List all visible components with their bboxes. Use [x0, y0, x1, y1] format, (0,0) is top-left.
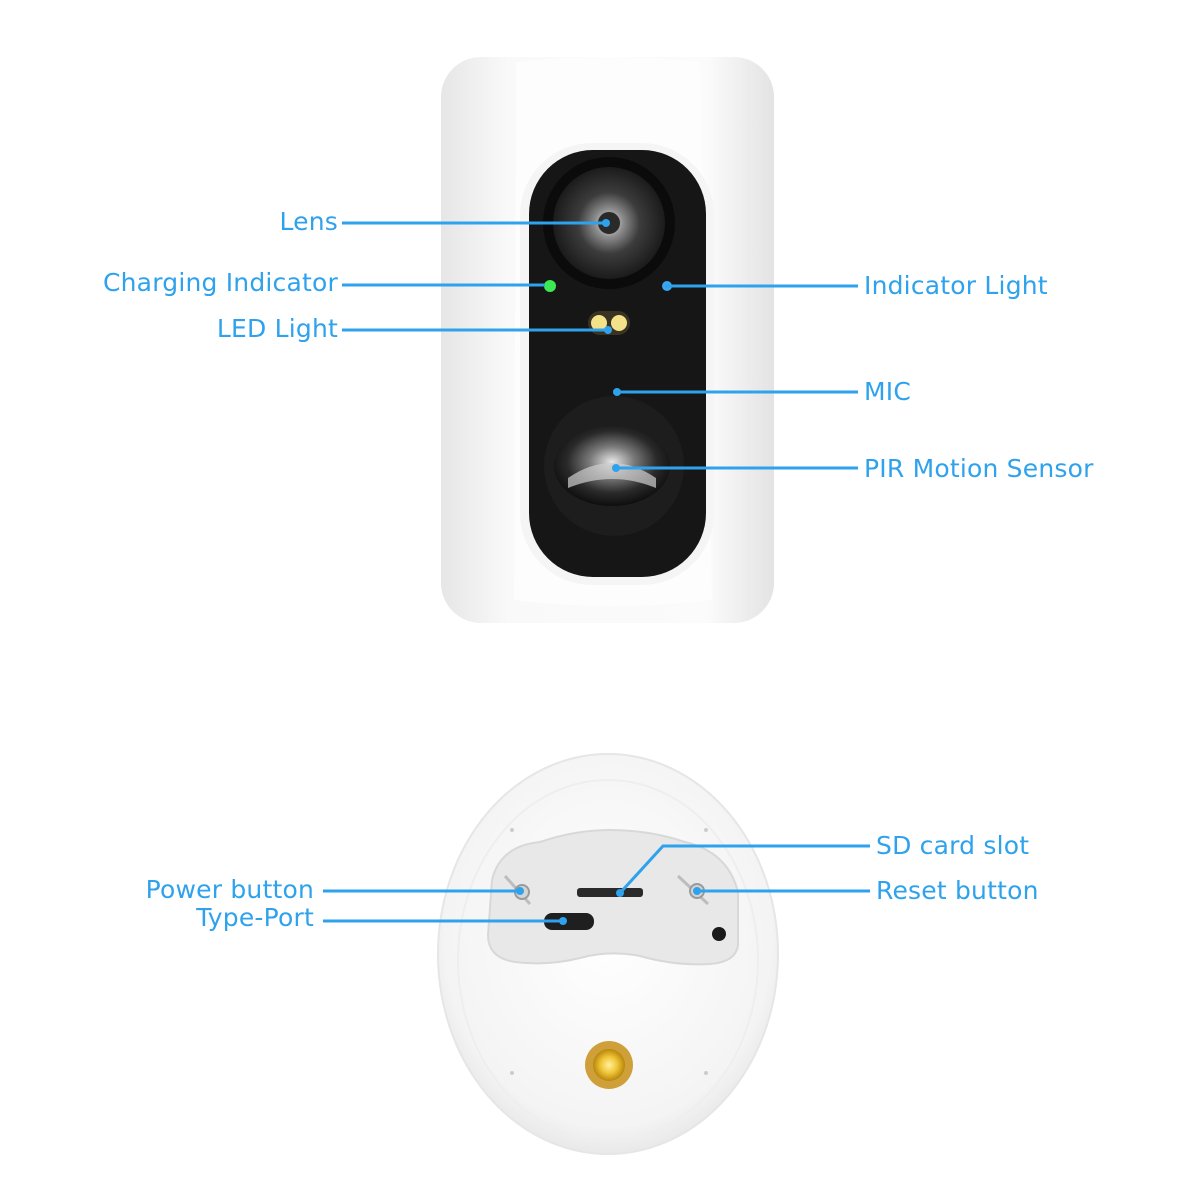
mic-label: MIC	[864, 377, 911, 407]
lens-label: Lens	[279, 207, 338, 237]
sd-card-slot	[577, 888, 643, 897]
led-light-label: LED Light	[217, 314, 338, 344]
mount-pad-inner	[593, 1049, 625, 1081]
pir-callout-dot	[612, 464, 620, 472]
screw-dot	[510, 1071, 514, 1075]
type-port-label: Type-Port	[196, 903, 314, 933]
indicator-light-label: Indicator Light	[864, 271, 1048, 301]
sd-card-callout-dot	[616, 889, 624, 897]
headphone-hole	[712, 927, 726, 941]
power-button-callout-dot	[516, 887, 524, 895]
sd-card-slot-label: SD card slot	[876, 831, 1029, 861]
camera-back-view	[438, 754, 778, 1154]
screw-dot	[704, 1071, 708, 1075]
power-button-label: Power button	[146, 875, 314, 905]
camera-front-view	[441, 57, 774, 623]
type-port-callout-dot	[559, 917, 567, 925]
mic-callout-dot	[613, 388, 621, 396]
led-light-right	[611, 315, 627, 331]
reset-button-label: Reset button	[876, 876, 1039, 906]
led-light-callout-dot	[604, 326, 612, 334]
lens-callout-dot	[602, 219, 610, 227]
screw-dot	[510, 828, 514, 832]
screw-dot	[704, 828, 708, 832]
charging-indicator-label: Charging Indicator	[103, 268, 338, 298]
pir-motion-sensor-label: PIR Motion Sensor	[864, 454, 1094, 484]
reset-button-callout-dot	[693, 887, 701, 895]
charging-indicator-dot	[544, 280, 556, 292]
